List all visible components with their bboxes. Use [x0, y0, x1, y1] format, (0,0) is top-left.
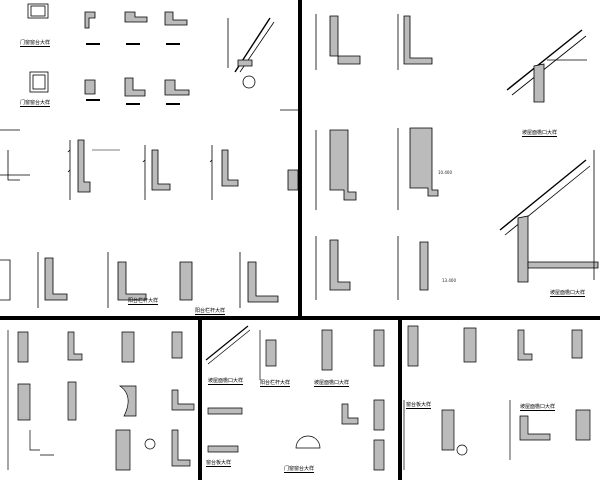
sheet-c-drawing — [7, 330, 195, 471]
caption-e-roof-eave: 坡屋面檐口大样 — [520, 404, 556, 411]
sheet-b-drawing — [315, 14, 599, 300]
elevation-mark-1: 10.400 — [438, 170, 452, 175]
sheet-d-drawing — [205, 325, 385, 471]
caption-roof-eave-1: 坡屋面檐口大样 — [522, 130, 558, 137]
caption-balcony-railing-1: 阳台栏杆大样 — [128, 298, 159, 305]
caption-e-sill-board: 窗台板大样 — [406, 402, 432, 409]
caption-d-window-sill: 门窗窗台大样 — [284, 466, 315, 473]
caption-d-roof-eave-2: 坡屋面檐口大样 — [314, 380, 350, 387]
caption-d-balcony: 阳台栏杆大样 — [260, 380, 291, 387]
caption-roof-eave-2: 坡屋面檐口大样 — [550, 290, 586, 297]
caption-d-roof-eave: 坡屋面檐口大样 — [208, 378, 244, 385]
caption-balcony-railing-2: 阳台栏杆大样 — [195, 308, 226, 315]
caption-window-sill-1: 门窗窗台大样 — [20, 40, 51, 47]
sheet-e-drawing — [403, 325, 591, 470]
drawing-sheet-bottom-right: 窗台板大样 坡屋面檐口大样 — [402, 320, 600, 480]
drawing-sheet-bottom-left — [0, 320, 198, 480]
drawing-sheet-top-left: 门窗窗台大样 门窗窗台大样 阳台栏杆大样 阳台栏杆大样 — [0, 0, 298, 316]
caption-window-sill-2: 门窗窗台大样 — [20, 100, 51, 107]
sheet-a-drawing — [0, 3, 298, 308]
elevation-mark-2: 13.400 — [442, 278, 456, 283]
drawing-sheet-top-right: 坡屋面檐口大样 坡屋面檐口大样 10.400 13.400 — [302, 0, 600, 316]
caption-d-sill-board: 窗台板大样 — [206, 460, 232, 467]
drawing-sheet-bottom-middle: 坡屋面檐口大样 阳台栏杆大样 坡屋面檐口大样 窗台板大样 门窗窗台大样 — [202, 320, 398, 480]
